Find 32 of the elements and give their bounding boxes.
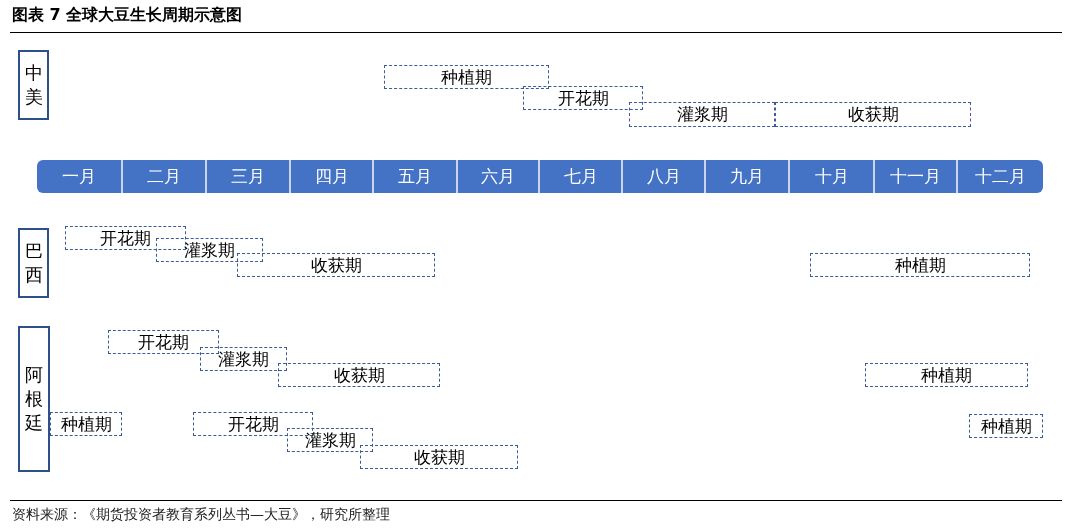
month-segment: 九月 <box>706 160 790 193</box>
month-segment: 一月 <box>37 160 123 193</box>
phase-box: 开花期 <box>108 330 219 354</box>
month-segment: 六月 <box>458 160 540 193</box>
phase-box: 收获期 <box>360 445 518 469</box>
month-segment: 三月 <box>207 160 291 193</box>
phase-box: 种植期 <box>50 412 122 436</box>
phase-box: 种植期 <box>969 414 1043 438</box>
source-note: 资料来源：《期货投资者教育系列丛书—大豆》，研究所整理 <box>12 506 390 524</box>
phase-box: 种植期 <box>384 65 549 89</box>
chart-title: 图表 7 全球大豆生长周期示意图 <box>12 5 243 26</box>
month-segment: 五月 <box>374 160 458 193</box>
phase-box: 开花期 <box>523 86 643 110</box>
phase-box: 灌浆期 <box>287 428 373 452</box>
phase-box: 灌浆期 <box>156 238 263 262</box>
month-segment: 十月 <box>790 160 875 193</box>
month-segment: 八月 <box>623 160 706 193</box>
phase-box: 灌浆期 <box>200 347 287 371</box>
month-segment: 四月 <box>291 160 374 193</box>
month-segment: 十二月 <box>958 160 1043 193</box>
phase-box: 收获期 <box>237 253 435 277</box>
month-segment: 十一月 <box>875 160 958 193</box>
phase-box: 收获期 <box>775 102 971 127</box>
month-segment: 二月 <box>123 160 207 193</box>
phase-box: 种植期 <box>865 363 1028 387</box>
region-label: 中美 <box>18 50 49 120</box>
month-segment: 七月 <box>540 160 623 193</box>
region-label: 巴西 <box>18 228 49 298</box>
phase-box: 种植期 <box>810 253 1030 277</box>
phase-box: 收获期 <box>278 363 440 387</box>
phase-box: 灌浆期 <box>629 102 775 127</box>
region-label: 阿根廷 <box>18 326 50 472</box>
